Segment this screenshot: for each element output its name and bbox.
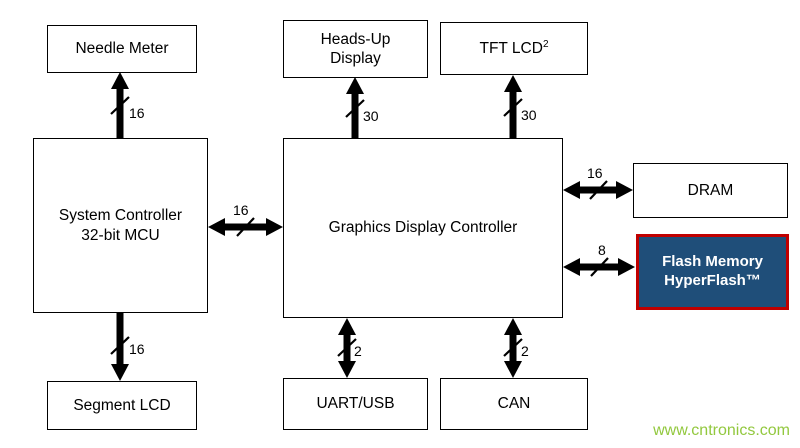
system-controller-block: System Controller 32-bit MCU (33, 138, 208, 313)
segment-lcd-label: Segment LCD (73, 396, 171, 414)
flash-bus-width: 8 (598, 242, 606, 258)
needle-meter-bus-width: 16 (129, 105, 145, 121)
flash-memory-label-line1: Flash Memory (662, 253, 763, 271)
dram-block: DRAM (633, 163, 788, 218)
flash-memory-label-line2: HyperFlash™ (664, 272, 761, 289)
uart-usb-bus-width: 2 (354, 343, 362, 359)
heads-up-display-bus-width: 30 (363, 108, 379, 124)
tft-lcd-bus-width: 30 (521, 107, 537, 123)
tft-lcd-label: TFT LCD2 (479, 39, 548, 59)
dram-bus-width: 16 (587, 165, 603, 181)
uart-usb-label: UART/USB (316, 395, 395, 413)
segment-lcd-block: Segment LCD (47, 381, 197, 430)
flash-memory-block: Flash Memory HyperFlash™ (636, 234, 789, 310)
watermark: www.cntronics.com (653, 422, 790, 439)
can-bus-width: 2 (521, 343, 529, 359)
heads-up-display-label-line1: Heads-Up (320, 30, 391, 48)
tft-lcd-label-text: TFT LCD (479, 39, 543, 57)
can-label: CAN (497, 395, 531, 413)
can-block: CAN (440, 378, 588, 430)
dram-label: DRAM (687, 181, 734, 199)
segment-lcd-bus-width: 16 (129, 341, 145, 357)
system-controller-label-line1: System Controller (58, 207, 183, 225)
tft-lcd-bus-arrow (503, 75, 523, 138)
uart-usb-bus-arrow (337, 318, 357, 378)
needle-meter-block: Needle Meter (47, 25, 197, 73)
tft-lcd-block: TFT LCD2 (440, 22, 588, 75)
heads-up-display-block: Heads-Up Display (283, 20, 428, 78)
tft-lcd-superscript: 2 (542, 38, 549, 50)
uart-usb-block: UART/USB (283, 378, 428, 430)
needle-meter-label: Needle Meter (75, 40, 169, 58)
heads-up-display-bus-arrow (345, 77, 365, 138)
heads-up-display-label-line2: Display (330, 50, 381, 67)
graphics-display-controller-block: Graphics Display Controller (283, 138, 563, 318)
graphics-display-controller-label: Graphics Display Controller (328, 219, 518, 237)
mcu-gdc-bus-arrow (208, 217, 283, 237)
dram-bus-arrow (563, 180, 633, 200)
flash-bus-arrow (563, 257, 635, 277)
mcu-gdc-bus-width: 16 (233, 202, 249, 218)
can-bus-arrow (503, 318, 523, 378)
needle-meter-bus-arrow (110, 72, 130, 138)
segment-lcd-bus-arrow (110, 313, 130, 381)
system-controller-label-line2: 32-bit MCU (81, 226, 160, 244)
